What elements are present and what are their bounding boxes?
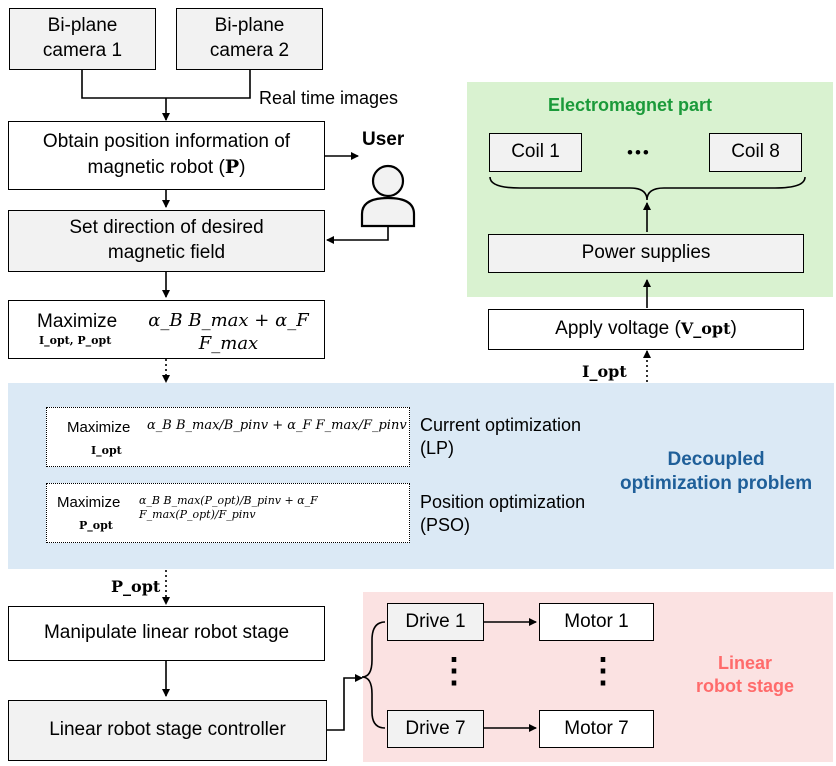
position-label-line1: Position optimization [420,492,586,512]
current-maximize-word: Maximize [67,419,131,436]
camera-1-box: Bi-plane camera 1 [9,8,156,70]
power-supplies-box: Power supplies [488,234,804,273]
current-optimization-label: Current optimization (LP) [420,414,581,459]
camera-2-box: Bi-plane camera 2 [176,8,323,70]
camera-2-line1: Bi-plane [214,15,285,37]
p-symbol: P [224,156,240,178]
real-time-images-label: Real time images [259,88,399,108]
decoupled-title-line1: Decoupled [667,449,765,470]
maximize-box: Maximize α_B B_max + α_F F_max I_opt, P_… [8,300,325,359]
user-label: User [362,129,405,150]
set-direction-box: Set direction of desired magnetic field [8,210,325,272]
user-icon [360,164,416,228]
camera-2-line2: camera 2 [209,40,290,61]
position-subscript: P_opt [79,519,113,532]
drive-vdots: ⋮ [437,652,471,690]
controller-box: Linear robot stage controller [8,700,327,761]
position-optimization-box: Maximize α_B B_max(P_opt)/B_pinv + α_F F… [46,483,410,543]
position-optimization-label: Position optimization (PSO) [420,491,585,536]
set-direction-line1: Set direction of desired [69,217,264,239]
current-label-line1: Current optimization [420,415,582,435]
coil-8-box: Coil 8 [709,133,802,172]
electromagnet-title: Electromagnet part [548,95,713,115]
motor-7-box: Motor 7 [539,710,654,748]
maximize-expression: α_B B_max + α_F F_max [148,310,309,355]
v-opt-symbol: V_opt [680,319,731,339]
drive-7-box: Drive 7 [387,710,484,748]
i-opt-label: I_opt [582,362,627,381]
current-optimization-box: Maximize α_B B_max/B_pinv + α_F F_max/F_… [46,407,410,467]
current-subscript: I_opt [91,444,122,457]
obtain-line2: magnetic robot (P) [87,156,246,178]
decoupled-title-line2: optimization problem [620,472,813,494]
obtain-line1: Obtain position information of [42,131,291,153]
current-label-line2: (LP) [420,437,455,458]
p-opt-label: P_opt [111,577,161,596]
maximize-word: Maximize [37,311,118,332]
apply-voltage-box: Apply voltage (V_opt) [488,309,804,350]
camera-1-line1: Bi-plane [47,15,118,37]
linear-stage-title-line2: robot stage [696,675,795,696]
set-direction-line2: magnetic field [107,242,226,263]
current-expression: α_B B_max/B_pinv + α_F F_max/F_pinv [147,418,407,433]
coil-1-box: Coil 1 [489,133,582,172]
manipulate-box: Manipulate linear robot stage [8,606,325,661]
drive-1-box: Drive 1 [387,603,484,641]
linear-stage-title: Linear robot stage [696,652,794,697]
obtain-position-box: Obtain position information of magnetic … [8,121,325,190]
camera-1-line2: camera 1 [42,40,123,61]
position-label-line2: (PSO) [420,514,471,535]
linear-stage-title-line1: Linear [717,653,773,673]
position-expression: α_B B_max(P_opt)/B_pinv + α_F F_max(P_op… [139,494,318,522]
decoupled-title: Decoupled optimization problem [620,448,812,496]
maximize-subscript: I_opt, P_opt [39,334,112,347]
position-maximize-word: Maximize [57,494,121,511]
motor-1-box: Motor 1 [539,603,654,641]
motor-vdots: ⋮ [586,652,620,690]
coil-ellipsis: ••• [627,143,651,162]
